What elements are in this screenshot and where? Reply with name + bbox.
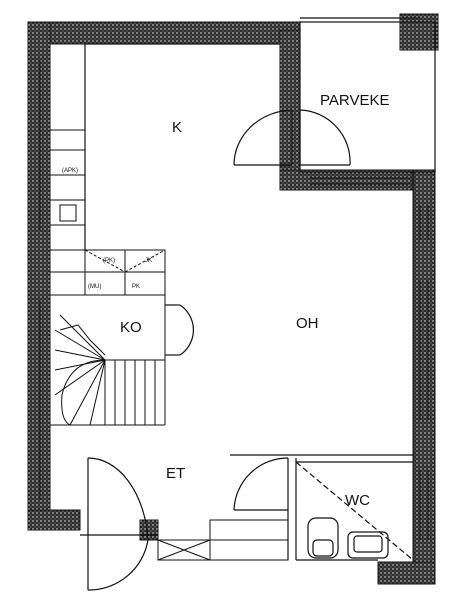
staircase: [50, 294, 166, 426]
room-label-wc: WC: [345, 492, 370, 509]
fixture-label-jk: JK: [145, 258, 152, 264]
fixture-label-pk: (PK): [103, 258, 115, 264]
ko-closet: [165, 304, 194, 356]
room-label-parveke: PARVEKE: [320, 92, 389, 109]
entrance-cabinets: [157, 519, 289, 561]
doors: [80, 109, 413, 591]
room-label-k: K: [172, 119, 182, 136]
wc-fixtures: [295, 461, 414, 561]
fixture-label-pk2: PK: [132, 284, 140, 290]
room-label-oh: OH: [296, 315, 319, 332]
room-label-ko: KO: [120, 319, 142, 336]
fixture-label-mu: (MU): [88, 284, 101, 290]
fixture-label-apk: (APK): [62, 168, 78, 174]
kitchen-cabinets: [49, 129, 166, 296]
room-label-et: ET: [166, 465, 185, 482]
